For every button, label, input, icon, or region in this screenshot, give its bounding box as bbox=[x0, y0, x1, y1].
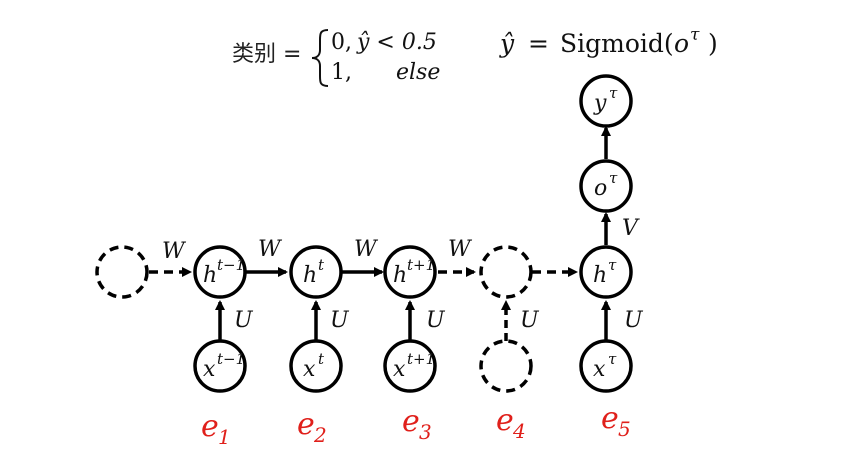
sigmoid-arg-sup: τ bbox=[690, 25, 700, 45]
x2-sup: t bbox=[318, 350, 325, 368]
x2-base: x bbox=[303, 357, 316, 382]
w-label-1: W bbox=[258, 237, 283, 262]
x5-sup: τ bbox=[608, 350, 617, 368]
e3-base: e bbox=[402, 404, 420, 439]
x5-base: x bbox=[593, 357, 606, 382]
e1-base: e bbox=[201, 409, 219, 444]
h-node-3 bbox=[383, 245, 437, 299]
h3-base: h bbox=[393, 263, 407, 288]
class-formula: 类别 = 0, ŷ < 0.5 1, else bbox=[232, 29, 440, 87]
h-node-2 bbox=[289, 245, 343, 299]
close-paren: ) bbox=[708, 29, 718, 58]
case2-condition: else bbox=[396, 60, 440, 85]
y-node bbox=[579, 74, 633, 128]
h1-sup: t−1 bbox=[217, 256, 245, 274]
x-node-4 bbox=[479, 339, 533, 393]
u-label-1: U bbox=[234, 308, 254, 333]
left-brace bbox=[311, 29, 329, 87]
x-node-3 bbox=[383, 339, 437, 393]
w-label-2: W bbox=[354, 237, 379, 262]
h5-sup: τ bbox=[608, 256, 617, 274]
y-base: y bbox=[593, 91, 607, 116]
u-label-4: U bbox=[520, 308, 540, 333]
w-label-3: W bbox=[448, 237, 473, 262]
y-hat: ŷ bbox=[499, 29, 515, 58]
v-label: V bbox=[622, 216, 640, 241]
case2-value: 1, bbox=[331, 60, 352, 85]
h2-sup: t bbox=[318, 256, 325, 274]
y-sup: τ bbox=[609, 84, 618, 102]
x3-base: x bbox=[393, 357, 406, 382]
h5-base: h bbox=[593, 263, 607, 288]
x-node-1 bbox=[193, 339, 247, 393]
case1-value: 0, bbox=[331, 30, 352, 55]
x1-base: x bbox=[203, 357, 216, 382]
sigmoid-arg: o bbox=[674, 29, 689, 58]
x-node-2 bbox=[289, 339, 343, 393]
nodes bbox=[95, 74, 633, 393]
h-node-prev bbox=[95, 245, 149, 299]
u-label-2: U bbox=[330, 308, 350, 333]
e2-sub: 2 bbox=[313, 423, 327, 447]
o-base: o bbox=[594, 176, 607, 201]
u-label-3: U bbox=[426, 308, 446, 333]
e5-base: e bbox=[601, 401, 619, 436]
h2-base: h bbox=[303, 263, 317, 288]
node-labels: h t−1 h t h t+1 h τ x t−1 x t x t+1 x τ … bbox=[203, 84, 618, 382]
x-node-5 bbox=[579, 339, 633, 393]
h-node-5 bbox=[579, 245, 633, 299]
edge-labels: W W W W U U U U U V bbox=[162, 216, 644, 333]
e5-sub: 5 bbox=[618, 417, 631, 441]
connectors bbox=[149, 126, 611, 341]
u-label-5: U bbox=[624, 308, 644, 333]
e1-sub: 1 bbox=[218, 425, 231, 449]
case1-condition: ŷ < 0.5 bbox=[356, 30, 437, 55]
h3-sup: t+1 bbox=[407, 256, 435, 274]
x3-sup: t+1 bbox=[407, 350, 435, 368]
sigmoid-func: Sigmoid( bbox=[560, 29, 674, 58]
e2-base: e bbox=[297, 407, 315, 442]
e3-sub: 3 bbox=[419, 420, 432, 444]
class-label: 类别 = bbox=[232, 42, 301, 67]
x1-sup: t−1 bbox=[217, 350, 245, 368]
e4-base: e bbox=[496, 403, 514, 438]
e-labels: e 1 e 2 e 3 e 4 e 5 bbox=[201, 401, 631, 449]
w-label-0: W bbox=[162, 239, 187, 264]
h-node-1 bbox=[193, 245, 247, 299]
h-node-4 bbox=[479, 245, 533, 299]
sigmoid-formula: ŷ = Sigmoid( o τ ) bbox=[499, 25, 718, 58]
h1-base: h bbox=[203, 263, 217, 288]
e4-sub: 4 bbox=[512, 419, 526, 443]
o-node bbox=[579, 159, 633, 213]
o-sup: τ bbox=[609, 169, 618, 187]
equals-sign: = bbox=[528, 29, 549, 58]
